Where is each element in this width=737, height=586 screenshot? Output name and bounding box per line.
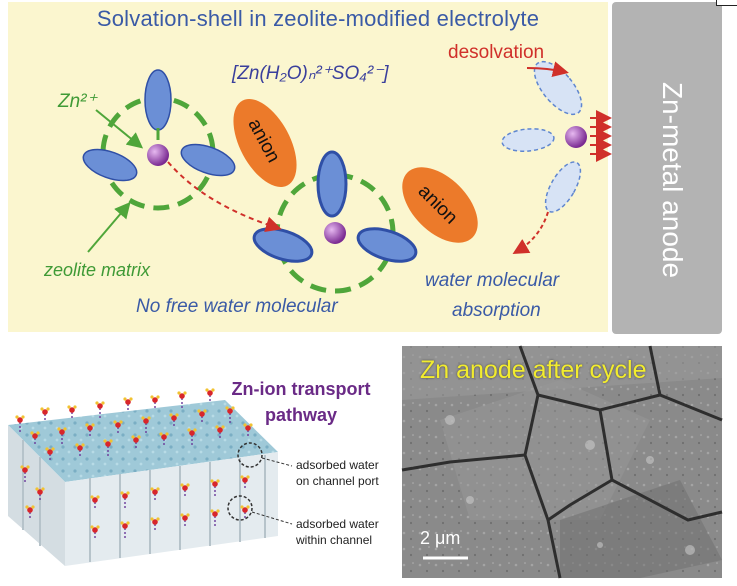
port-water-note-line1: adsorbed water <box>296 458 379 472</box>
water-molecule-icon <box>215 425 225 438</box>
water-molecule-icon <box>45 447 55 460</box>
water-molecule-icon <box>177 391 187 410</box>
zeolite-matrix-label: zeolite matrix <box>44 260 151 280</box>
zn-pointer-arrow <box>95 109 144 149</box>
water-molecule-icon <box>210 509 220 528</box>
water-molecule-icon <box>123 397 133 410</box>
water-molecule <box>82 148 138 182</box>
water-molecule-icon <box>240 505 250 518</box>
water-molecule-icon <box>180 513 190 526</box>
channel-inside-marker <box>227 495 253 521</box>
sem-title: Zn anode after cycle <box>420 356 647 384</box>
port-water-note-line2: on channel port <box>296 474 379 488</box>
water-molecule-icon <box>20 465 30 484</box>
water-molecule <box>356 227 418 263</box>
water-molecule <box>180 143 236 177</box>
zn-anode-block <box>612 2 722 334</box>
zn-ion <box>324 222 346 244</box>
water-absorption-label-line2: absorption <box>452 300 541 321</box>
water-molecule-icon <box>90 495 100 508</box>
water-molecule-icon <box>95 401 105 420</box>
water-molecule-icon <box>30 431 40 444</box>
water-molecule-icon <box>103 439 113 458</box>
water-molecule-icon <box>90 525 100 538</box>
zn-ion-label: Zn²⁺ <box>58 91 97 112</box>
sem-image <box>401 345 723 579</box>
water-molecule-icon <box>205 388 215 401</box>
water-molecule-icon <box>40 407 50 420</box>
water-molecule-icon <box>85 423 95 436</box>
water-molecule-icon <box>113 420 123 433</box>
zn-ion <box>565 126 587 148</box>
no-free-water-label: No free water molecular <box>136 296 338 317</box>
desolvated-cluster <box>501 60 612 213</box>
water-molecule-icon <box>150 395 160 408</box>
water-absorption-label-line1: water molecular <box>425 270 560 291</box>
water-molecule-icon <box>57 427 67 446</box>
zeolite-cage-center <box>252 150 418 294</box>
sem-scale-label: 2 μm <box>420 528 461 548</box>
water-molecule <box>252 227 314 263</box>
water-molecule-icon <box>169 413 179 426</box>
figure-title: Solvation-shell in zeolite-modified elec… <box>96 6 540 31</box>
water-molecule-icon <box>67 405 77 418</box>
transport-pathway-label: Zn-ion transport pathway <box>231 379 371 425</box>
adsorbed-water-molecules <box>15 388 253 540</box>
desolvation-arrow <box>526 61 569 78</box>
water-molecule-icon <box>150 487 160 500</box>
water-molecule-icon <box>187 428 197 447</box>
zeolite-cage-left <box>82 69 236 211</box>
water-molecule-icon <box>159 432 169 445</box>
water-molecule-icon <box>141 416 151 435</box>
water-molecule-icon <box>15 415 25 434</box>
water-molecule-icon <box>120 521 130 540</box>
water-molecule-icon <box>240 475 250 488</box>
zeolite-pointer-arrow <box>87 201 131 253</box>
water-molecule-icon <box>197 409 207 422</box>
port-water-note: adsorbed water on channel port <box>296 457 379 489</box>
water-molecule-icon <box>210 479 220 498</box>
water-molecule-icon <box>35 487 45 500</box>
water-molecule-icon <box>243 423 253 436</box>
channel-water-note-line1: adsorbed water <box>296 517 379 531</box>
water-molecule-icon <box>25 505 35 518</box>
transfer-arrow <box>167 161 282 233</box>
water-molecule-icon <box>225 406 235 425</box>
water-molecule-icon <box>150 517 160 530</box>
water-molecule-icon <box>120 491 130 510</box>
channel-water-note-line2: within channel <box>296 533 373 547</box>
water-molecule-icon <box>180 483 190 496</box>
water-molecule-icon <box>131 435 141 448</box>
water-molecule-icon <box>75 443 85 456</box>
zeolite-channel-block <box>8 400 278 566</box>
corner-bracket <box>716 0 737 6</box>
anion-shape <box>233 99 297 187</box>
channel-water-note: adsorbed water within channel <box>296 516 379 548</box>
zn-anode-label: Zn-metal anode <box>657 81 688 279</box>
complex-formula: [Zn(H₂O)ₙ²⁺SO₄²⁻] <box>232 63 389 84</box>
water-molecule <box>144 69 172 131</box>
zn-ion <box>147 144 169 166</box>
channel-port-marker <box>237 442 263 468</box>
desolvation-label: desolvation <box>448 42 545 63</box>
anion-shape <box>402 167 478 243</box>
water-molecule <box>316 150 348 218</box>
